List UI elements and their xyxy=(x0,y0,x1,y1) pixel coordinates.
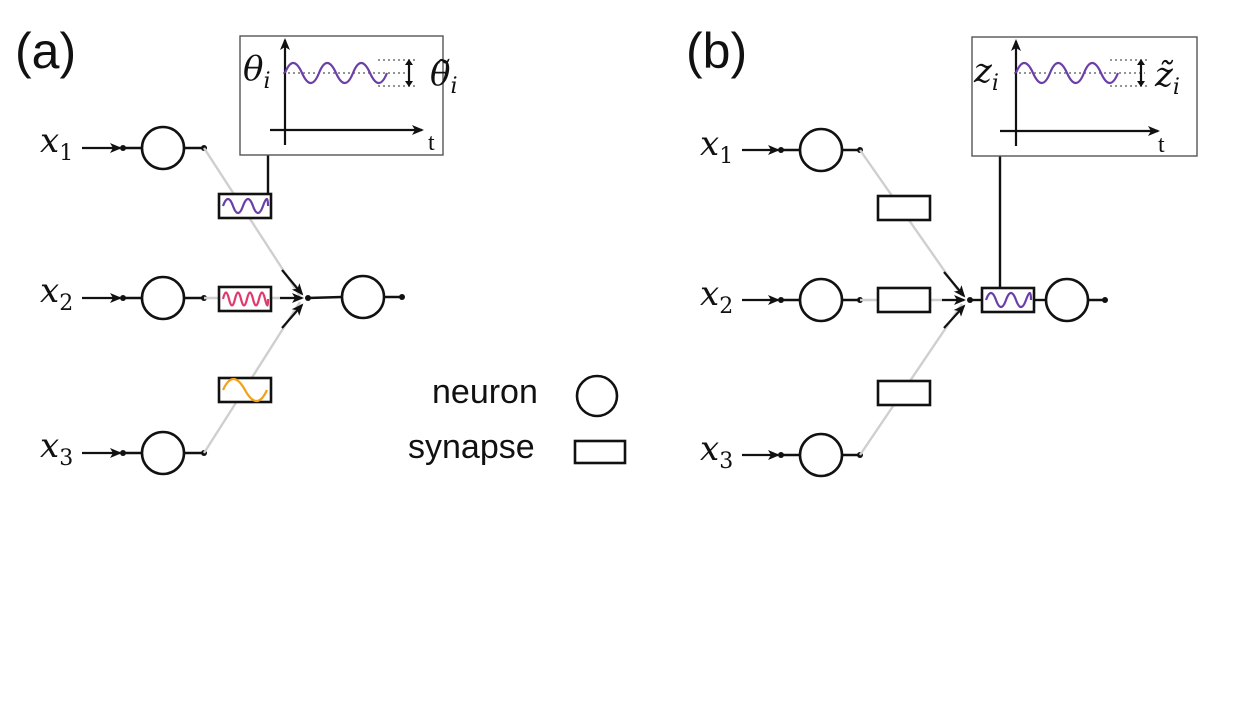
neuron-b2 xyxy=(798,277,844,323)
synapse-a3 xyxy=(217,376,273,404)
input-x3-label: x3 xyxy=(40,426,73,471)
input-b-x1-label: x1 xyxy=(700,124,733,169)
legend-neuron-icon xyxy=(575,374,619,418)
synapse-b1 xyxy=(876,194,932,222)
panel-a: (a) x1 x2 x3 xyxy=(15,23,458,476)
panel-a-label: (a) xyxy=(15,23,76,79)
neuron-a-output xyxy=(340,274,386,320)
synapse-b-output xyxy=(980,286,1036,314)
synapse-a2 xyxy=(217,285,273,313)
legend-neuron-text: neuron xyxy=(432,373,538,411)
inset-b-left-label: zi xyxy=(973,51,999,96)
neuron-a3 xyxy=(140,430,186,476)
inset-b-t-label: t xyxy=(1158,132,1165,158)
inset-a-t-label: t xyxy=(428,130,435,156)
input-b-x3-label: x3 xyxy=(700,429,733,474)
inset-b: zi z̃i t xyxy=(971,36,1198,158)
input-x2-label: x2 xyxy=(40,271,73,316)
inset-a: θi θ̃i t xyxy=(239,35,458,156)
neuron-a1 xyxy=(140,125,186,171)
synapse-b2 xyxy=(876,286,932,314)
legend: neuron synapse xyxy=(408,373,627,466)
neuron-b3 xyxy=(798,432,844,478)
neuron-a2 xyxy=(140,275,186,321)
inset-a-right-label: θ̃i xyxy=(430,54,458,99)
legend-synapse-text: synapse xyxy=(408,428,535,466)
panel-b-label: (b) xyxy=(686,23,747,79)
input-b-x2-label: x2 xyxy=(700,274,733,319)
inset-b-right-label: z̃i xyxy=(1154,55,1180,100)
neuron-b1 xyxy=(798,127,844,173)
synapse-a1 xyxy=(217,192,273,220)
panel-b: (b) x1 x2 x3 xyxy=(686,23,1198,478)
inset-a-left-label: θi xyxy=(243,49,271,94)
legend-synapse-icon xyxy=(573,439,627,465)
input-x1-label: x1 xyxy=(40,121,73,166)
neuron-b-output xyxy=(1044,277,1090,323)
synapse-b3 xyxy=(876,379,932,407)
